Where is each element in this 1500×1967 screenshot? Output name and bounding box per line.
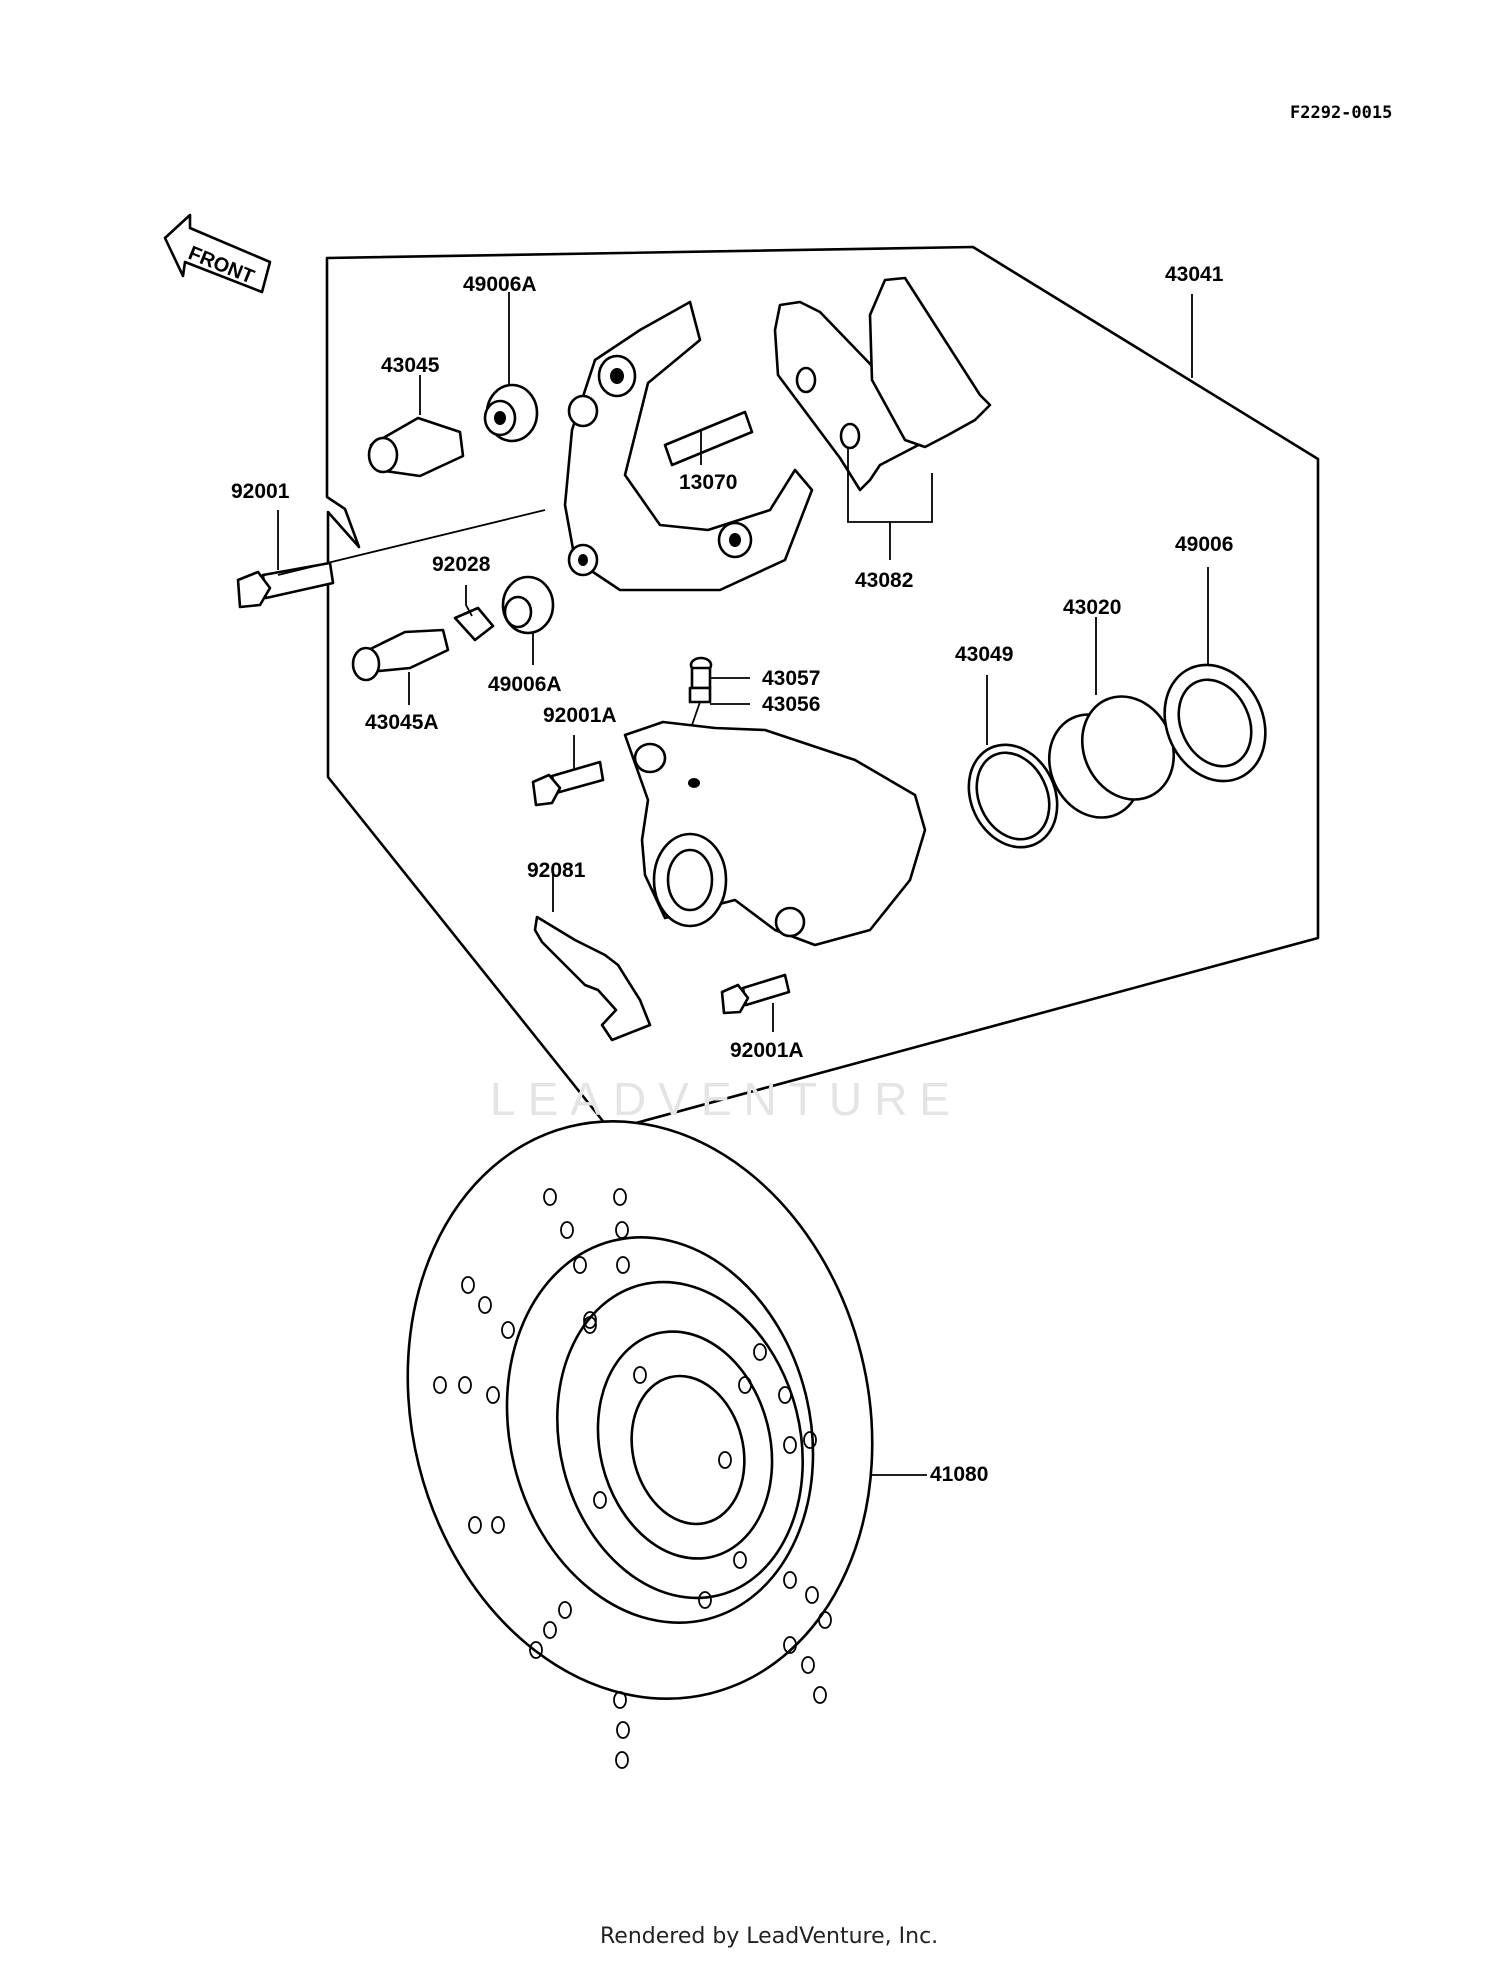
slide-pin-43045A (351, 628, 450, 682)
brake-disc-41080 (406, 1120, 874, 1769)
boot-49006A-upper (483, 383, 539, 443)
document-id: F2292-0015 (1290, 103, 1393, 123)
callout-13070: 13070 (679, 471, 738, 494)
callout-92028: 92028 (432, 553, 491, 576)
slide-pin-43045 (367, 416, 465, 478)
bleeder-valve (688, 656, 713, 726)
footer-credit: Rendered by LeadVenture, Inc. (600, 1924, 939, 1949)
watermark: LEADVENTURE (490, 1073, 962, 1125)
boot-49006A-lower (501, 575, 555, 635)
callout-43041: 43041 (1165, 263, 1224, 286)
bolt-92001A-upper (531, 760, 605, 807)
callout-49006A-top: 49006A (463, 273, 537, 296)
callout-92001A-bottom: 92001A (730, 1039, 804, 1062)
bushing-92028 (453, 606, 495, 642)
callout-43082: 43082 (855, 569, 914, 592)
callout-43045A: 43045A (365, 711, 439, 734)
piston-seal-43049 (967, 743, 1059, 849)
pad-pin-13070 (663, 410, 754, 467)
leader-line-92001-axis (277, 509, 546, 576)
caliper-body (623, 720, 927, 947)
leader-lines (277, 292, 1209, 1476)
callout-92001A-top: 92001A (543, 704, 617, 727)
callout-43020: 43020 (1063, 596, 1122, 619)
bolt-92001A-lower (720, 973, 791, 1015)
callout-43057: 43057 (762, 667, 821, 690)
callout-49006A-bottom: 49006A (488, 673, 562, 696)
dust-seal-49006 (1163, 663, 1267, 783)
callout-43045: 43045 (381, 354, 440, 377)
callout-49006: 49006 (1175, 533, 1234, 556)
pad-spring-92081 (533, 915, 652, 1042)
caliper-assembly-outline (325, 245, 1320, 1132)
front-arrow-icon: FRONT (163, 213, 272, 294)
caliper-bracket (563, 300, 814, 592)
callout-43056: 43056 (762, 693, 821, 716)
callout-43049: 43049 (955, 643, 1014, 666)
callout-41080: 41080 (930, 1463, 989, 1486)
callout-92081: 92081 (527, 859, 586, 882)
brake-pads (773, 276, 992, 492)
bolt-92001 (236, 561, 335, 609)
piston-43020 (1047, 695, 1176, 819)
callout-92001: 92001 (231, 480, 290, 503)
